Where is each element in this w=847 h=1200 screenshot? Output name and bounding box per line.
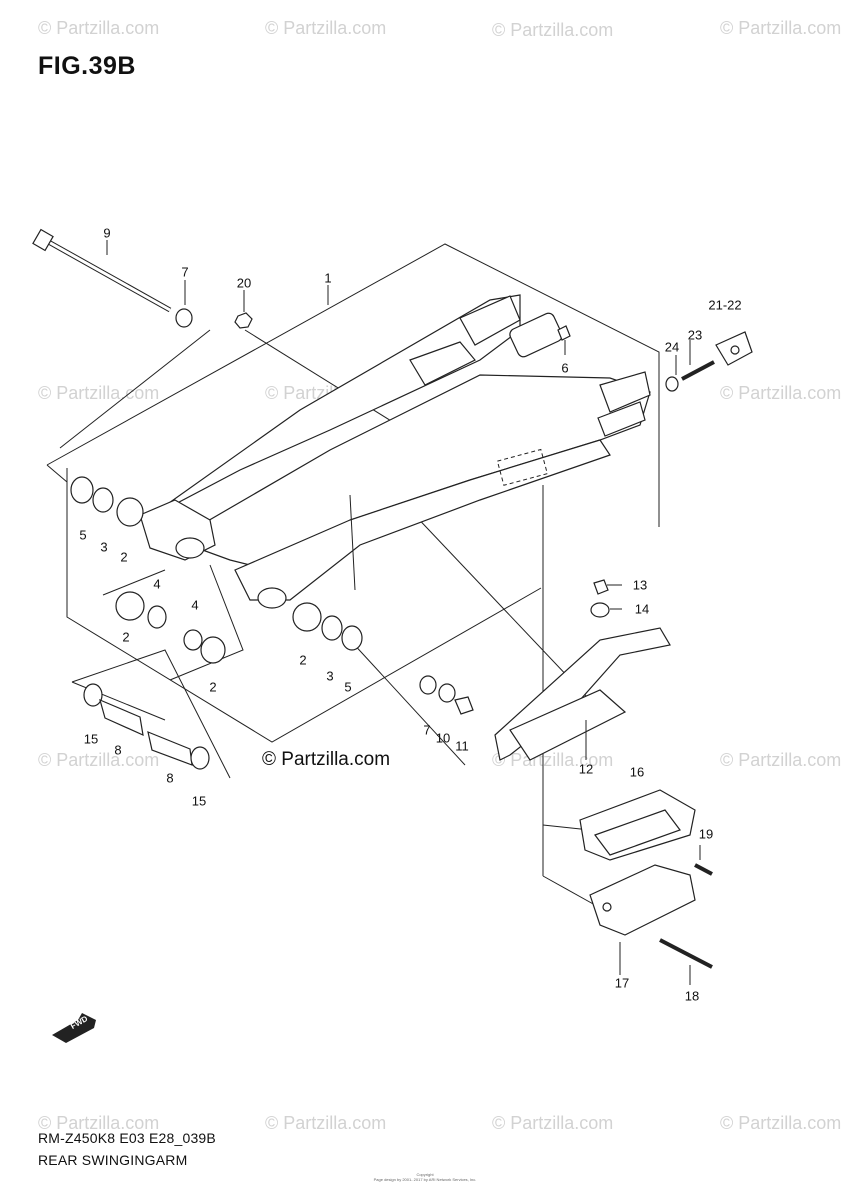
callout-6: 6: [561, 360, 569, 376]
chain-adjuster-21-22: [715, 331, 753, 366]
callout-17: 17: [614, 975, 630, 991]
watermark: © Partzilla.com: [265, 18, 387, 38]
callout-8: 8: [166, 770, 174, 786]
fine-print: Copyright Page design by 2001- 2017 by A…: [373, 1172, 477, 1182]
callout-18: 18: [684, 988, 700, 1004]
callout-24: 24: [664, 339, 680, 355]
callout-10: 10: [435, 730, 451, 746]
callout-21-22: 21-22: [708, 297, 742, 313]
nut-20: [234, 312, 253, 329]
callout-16: 16: [629, 764, 645, 780]
callout-4: 4: [191, 597, 199, 613]
figure-caption: REAR SWINGINGARM: [38, 1152, 188, 1168]
callout-2: 2: [299, 652, 307, 668]
copyright-notice: © Partzilla.com: [262, 749, 391, 770]
callout-7: 7: [181, 264, 189, 280]
callout-15: 15: [191, 793, 207, 809]
callout-2: 2: [120, 549, 128, 565]
callout-1: 1: [324, 270, 332, 286]
callout-5: 5: [79, 527, 87, 543]
fwd-arrow-icon: [52, 1013, 96, 1043]
callout-19: 19: [698, 826, 714, 842]
washer-14: [590, 602, 610, 618]
callout-11: 11: [455, 738, 469, 754]
watermark: © Partzilla.com: [720, 750, 842, 770]
callout-2: 2: [209, 679, 217, 695]
bolt-13: [593, 579, 609, 595]
callout-3: 3: [326, 668, 334, 684]
watermark: © Partzilla.com: [492, 20, 614, 40]
callout-15: 15: [83, 731, 99, 747]
callout-20: 20: [236, 275, 252, 291]
watermark: © Partzilla.com: [38, 1113, 160, 1133]
leader-lines: [106, 240, 701, 985]
nut-24: [665, 376, 679, 392]
callout-13: 13: [632, 577, 648, 593]
watermark: © Partzilla.com: [265, 1113, 387, 1133]
watermark: © Partzilla.com: [720, 1113, 842, 1133]
callout-4: 4: [153, 576, 161, 592]
watermark: © Partzilla.com: [492, 1113, 614, 1133]
screw-6: [557, 325, 571, 341]
callout-8: 8: [114, 742, 122, 758]
chain-guide-16: [579, 789, 696, 861]
callout-14: 14: [634, 601, 650, 617]
bearing-stack-right: [292, 602, 474, 715]
watermark: © Partzilla.com: [720, 18, 842, 38]
callout-7: 7: [423, 722, 431, 738]
washer-7: [175, 308, 193, 328]
bearing-stack-left: [70, 476, 226, 770]
chain-slider-12: [494, 627, 671, 761]
model-code: RM-Z450K8 E03 E28_039B: [38, 1130, 216, 1146]
watermark: © Partzilla.com: [38, 383, 160, 403]
bolt-19: [694, 863, 713, 876]
watermark: © Partzilla.com: [720, 383, 842, 403]
swingarm: [139, 294, 651, 609]
callout-12: 12: [578, 761, 594, 777]
chain-guide-17: [589, 864, 696, 936]
callout-5: 5: [344, 679, 352, 695]
figure-title: FIG.39B: [38, 52, 136, 80]
callout-9: 9: [103, 225, 111, 241]
adjuster-bolt-23: [681, 360, 715, 381]
watermark: © Partzilla.com: [492, 750, 614, 770]
pivot-shaft: [32, 228, 172, 313]
bolt-18: [659, 938, 713, 969]
callout-2: 2: [122, 629, 130, 645]
callout-23: 23: [687, 327, 703, 343]
callout-3: 3: [100, 539, 108, 555]
watermark: © Partzilla.com: [38, 750, 160, 770]
watermark: © Partzilla.com: [38, 18, 160, 38]
